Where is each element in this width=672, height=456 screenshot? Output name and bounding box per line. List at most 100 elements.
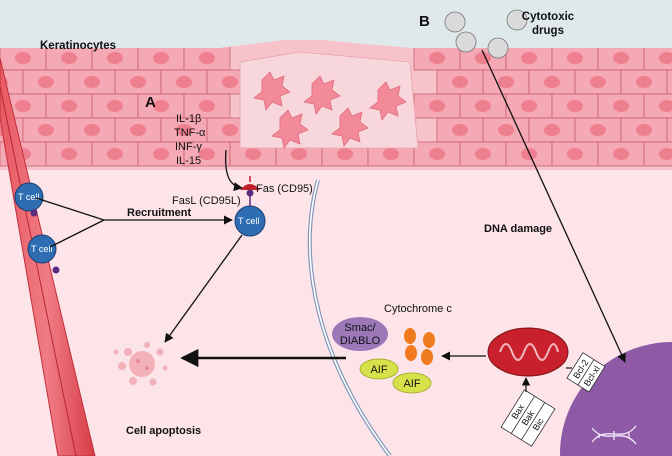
keratinocyte-nucleus (153, 100, 169, 112)
keratinocyte-nucleus (475, 148, 491, 160)
keratinocyte-nucleus (199, 52, 215, 64)
mitochondrion (487, 327, 569, 377)
keratinocyte-nucleus (245, 148, 261, 160)
keratinocyte-nucleus (84, 76, 100, 88)
drug-sphere (506, 9, 528, 31)
t-cell-label: T cell (238, 216, 259, 226)
cytochrome-particle (404, 328, 416, 344)
keratinocyte-nucleus (613, 100, 629, 112)
dna-icon (591, 425, 637, 445)
cytokine-label: IL-15 (176, 155, 201, 167)
keratinocyte-nucleus (107, 52, 123, 64)
keratinocyte-nucleus (567, 148, 583, 160)
cytochrome-particle (421, 349, 433, 365)
keratinocyte-cell (666, 69, 672, 95)
cytochrome-particle (423, 332, 435, 348)
keratinocyte-nucleus (199, 100, 215, 112)
keratinocyte-nucleus (61, 52, 77, 64)
keratinocyte-nucleus (429, 52, 445, 64)
drug-sphere (487, 37, 509, 59)
t-cell-vessel-lower: T cell (27, 234, 60, 274)
damaged-cell (369, 81, 407, 121)
keratinocyte-nucleus (567, 52, 583, 64)
cytotoxic-drug-molecules (444, 9, 528, 59)
keratinocyte-nucleus (659, 52, 672, 64)
drug-sphere (444, 11, 466, 33)
keratinocyte-nucleus (613, 148, 629, 160)
keratinocyte-nucleus (567, 100, 583, 112)
keratinocyte-nucleus (475, 100, 491, 112)
nerve-fiber-core (309, 179, 391, 456)
bax-protein-box: Bax Bak Bic (500, 389, 556, 447)
keratinocyte-nucleus (521, 100, 537, 112)
keratinocyte-nucleus (107, 148, 123, 160)
recruitment-line-upper (35, 197, 105, 221)
keratinocytes-label: Keratinocytes (40, 40, 116, 52)
cytokine-label: INF-γ (175, 141, 202, 153)
aif-label: AIF (370, 364, 387, 376)
keratinocyte-nucleus (659, 100, 672, 112)
t-cell-label: T cell (18, 192, 39, 202)
keratinocyte-nucleus (590, 124, 606, 136)
keratinocyte-nucleus (452, 124, 468, 136)
cell-nucleus (559, 342, 672, 456)
t-cell-vessel-upper: T cell (14, 182, 44, 217)
panel-a-label: A (145, 94, 156, 111)
keratinocyte-nucleus (38, 124, 54, 136)
apoptotic-cell (113, 342, 168, 386)
keratinocyte-nucleus (429, 100, 445, 112)
smac-label: Smac/ (344, 322, 376, 334)
cytotoxic-drugs-label: Cytotoxic (522, 11, 575, 23)
keratinocyte-nucleus (475, 52, 491, 64)
smac-diablo: Smac/ DIABLO (332, 317, 388, 351)
keratinocyte-nucleus (429, 148, 445, 160)
keratinocyte-nucleus (153, 148, 169, 160)
smac-label: DIABLO (340, 335, 381, 347)
keratinocyte-nucleus (176, 124, 192, 136)
keratinocyte-nucleus (337, 148, 353, 160)
keratinocyte-nucleus (107, 100, 123, 112)
keratinocyte-nucleus (222, 124, 238, 136)
damaged-cell (303, 75, 341, 115)
keratinocyte-nucleus (452, 76, 468, 88)
damaged-cell (253, 71, 291, 111)
damaged-cell (271, 109, 309, 149)
aif-label: AIF (403, 378, 420, 390)
cytotoxic-drugs-label: drugs (532, 25, 564, 37)
aif-protein: AIF (392, 372, 432, 394)
cell-apoptosis-label: Cell apoptosis (126, 425, 201, 437)
t-cell-recruited: T cell (234, 205, 266, 237)
keratinocyte-nucleus (61, 100, 77, 112)
keratinocyte-nucleus (544, 124, 560, 136)
keratinocyte-cell (666, 117, 672, 143)
tcell-to-apoptosis-arrow (164, 234, 243, 343)
keratinocyte-nucleus (613, 52, 629, 64)
keratinocyte-nucleus (130, 76, 146, 88)
keratinocyte-cell (459, 141, 507, 167)
keratinocyte-nucleus (153, 52, 169, 64)
keratinocyte-nucleus (176, 76, 192, 88)
keratinocyte-nucleus (291, 148, 307, 160)
fas-receptor (240, 184, 260, 190)
keratinocyte-nucleus (636, 76, 652, 88)
cytokine-label: IL-1β (176, 113, 201, 125)
fas-label: Fas (CD95) (256, 183, 313, 195)
keratinocyte-nucleus (659, 148, 672, 160)
keratinocyte-nucleus (590, 76, 606, 88)
keratinocyte-nucleus (15, 52, 31, 64)
keratinocyte-nucleus (383, 148, 399, 160)
keratinocyte-nucleus (84, 124, 100, 136)
dna-damage-label: DNA damage (484, 223, 552, 235)
cytochrome-particle (405, 345, 417, 361)
keratinocyte-nucleus (61, 148, 77, 160)
fasl-ligand (246, 189, 254, 197)
drug-dna-damage-arrow (481, 49, 626, 363)
keratinocyte-nucleus (498, 76, 514, 88)
keratinocyte-nucleus (544, 76, 560, 88)
cytochrome-c-label: Cytochrome c (384, 303, 452, 315)
keratinocyte-nucleus (130, 124, 146, 136)
damaged-cell (331, 107, 369, 147)
recruitment-line-lower (49, 219, 105, 248)
